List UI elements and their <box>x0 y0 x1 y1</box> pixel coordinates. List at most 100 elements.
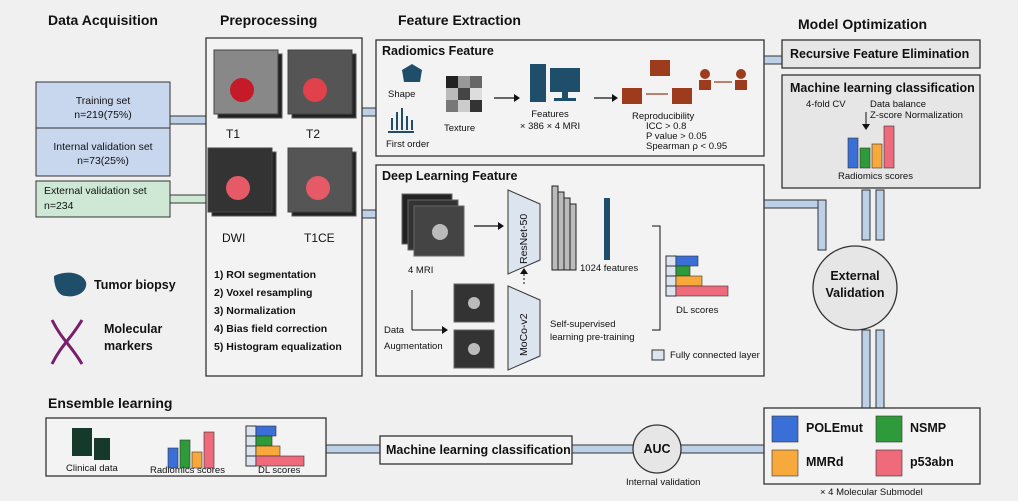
dl-score-bar <box>675 265 691 277</box>
ensemble-mlc-label: Machine learning classification <box>386 443 571 457</box>
data-aug-label-1: Data <box>384 325 405 336</box>
fc-legend-label: Fully connected layer <box>670 350 760 361</box>
submodel-mmrd: MMRd <box>806 455 844 469</box>
step-1: 1) ROI segmentation <box>214 269 317 281</box>
step-4: 4) Bias field correction <box>214 323 328 335</box>
radiomics-bar <box>847 137 859 169</box>
radiomics-score-bars <box>847 125 895 169</box>
mri-t2-image <box>287 49 357 119</box>
step-5: 5) Histogram equalization <box>214 341 342 353</box>
features-label: Features <box>531 109 569 120</box>
external-validation-label-1: External <box>830 269 880 283</box>
train-internal-box <box>35 81 171 177</box>
dl-features-label: 1024 features <box>580 263 639 274</box>
connectors <box>169 55 885 454</box>
step-2: 2) Voxel resampling <box>214 287 313 299</box>
radiomics-bar <box>871 143 883 169</box>
seq-dwi-label: DWI <box>222 231 246 245</box>
clinical-data-label: Clinical data <box>66 463 118 474</box>
shape-icon <box>402 64 422 82</box>
resnet-label: ResNet-50 <box>518 213 530 264</box>
dl-score-bar <box>675 275 703 287</box>
rfe-label: Recursive Feature Elimination <box>790 47 970 61</box>
computer-icon <box>530 64 580 102</box>
external-set-count: n=234 <box>44 200 74 212</box>
first-order-icon <box>388 108 414 133</box>
data-aug-label-2: Augmentation <box>384 341 443 352</box>
ensemble-dl-bar <box>255 425 277 437</box>
ssl-label-2: learning pre-training <box>550 332 635 343</box>
moco-label: MoCo-v2 <box>518 313 530 356</box>
ssl-label-1: Self-supervised <box>550 319 616 330</box>
submodel-p53abn: p53abn <box>910 455 954 469</box>
submodel-swatch <box>771 415 799 443</box>
radiomics-bar <box>859 147 871 169</box>
criterion-icc: ICC > 0.8 <box>646 121 687 132</box>
feature-maps <box>551 185 577 271</box>
internal-set-label: Internal validation set <box>53 141 153 153</box>
dl-score-bar <box>675 285 729 297</box>
resnet-block <box>507 189 541 275</box>
submodel-swatch <box>771 449 799 477</box>
submodel-swatch <box>875 449 903 477</box>
section-data-acquisition: Data Acquisition <box>48 12 158 28</box>
mri-t1-image <box>213 49 283 119</box>
ensemble-dl-bar <box>255 455 305 467</box>
clinical-data-icon <box>72 428 110 460</box>
dl-scores-label: DL scores <box>676 305 719 316</box>
mlc-title: Machine learning classification <box>790 81 975 95</box>
reproducibility-icons <box>622 60 747 104</box>
submodel-footer: × 4 Molecular Submodel <box>820 487 923 498</box>
submodel-polemut: POLEmut <box>806 421 863 435</box>
submodel-swatch <box>875 415 903 443</box>
dl-4mri-label: 4 MRI <box>408 265 434 276</box>
external-validation-label-2: Validation <box>825 286 885 300</box>
internal-validation-label: Internal validation <box>626 477 701 488</box>
dl-title: Deep Learning Feature <box>382 169 518 183</box>
dl-mri-stack <box>401 193 465 257</box>
seq-t1-label: T1 <box>226 127 241 141</box>
texture-icon <box>446 76 482 112</box>
radiomics-scores-label: Radiomics scores <box>838 171 913 182</box>
ensemble-radiomics-bar <box>191 451 203 469</box>
tumor-biopsy-label: Tumor biopsy <box>94 278 176 292</box>
external-box <box>35 180 171 218</box>
texture-label: Texture <box>444 123 476 134</box>
section-feature-extraction: Feature Extraction <box>398 12 521 28</box>
criterion-pvalue: P value > 0.05 <box>646 131 707 142</box>
ensemble-radiomics-bars <box>167 431 215 469</box>
section-model-optimization: Model Optimization <box>798 16 928 32</box>
ensemble-radiomics-bar <box>167 447 179 469</box>
submodel-nsmp: NSMP <box>910 421 947 435</box>
auc-label: AUC <box>643 442 671 456</box>
ensemble-radiomics-bar <box>179 439 191 469</box>
dl-score-bar <box>675 255 699 267</box>
augmented-images <box>453 283 495 369</box>
fc-layer-stack <box>665 255 677 297</box>
step-3: 3) Normalization <box>214 305 296 317</box>
reproducibility-label: Reproducibility <box>632 111 695 122</box>
moco-block <box>507 285 541 371</box>
radiomics-title: Radiomics Feature <box>382 44 494 58</box>
radiomics-bar <box>883 125 895 169</box>
internal-set-count: n=73(25%) <box>77 155 129 167</box>
external-set-label: External validation set <box>44 185 147 197</box>
cv-label: 4-fold CV <box>806 99 846 110</box>
ensemble-dl-bar <box>255 435 273 447</box>
seq-t1ce-label: T1CE <box>304 231 335 245</box>
balance-label: Data balance <box>870 99 926 110</box>
section-preprocessing: Preprocessing <box>220 12 318 28</box>
training-set-count: n=219(75%) <box>74 109 132 121</box>
mri-dwi-image <box>207 147 277 217</box>
ensemble-radiomics-bar <box>203 431 215 469</box>
ensemble-radiomics-label: Radiomics scores <box>150 465 225 476</box>
seq-t2-label: T2 <box>306 127 321 141</box>
features-count: × 386 × 4 MRI <box>519 121 581 132</box>
molecular-markers-label-2: markers <box>104 339 153 353</box>
ensemble-dl-bar <box>255 445 281 457</box>
section-ensemble-learning: Ensemble learning <box>48 395 173 411</box>
dna-icon <box>50 319 84 365</box>
ensemble-dl-label: DL scores <box>258 465 301 476</box>
ensemble-dl-bars <box>255 425 305 467</box>
